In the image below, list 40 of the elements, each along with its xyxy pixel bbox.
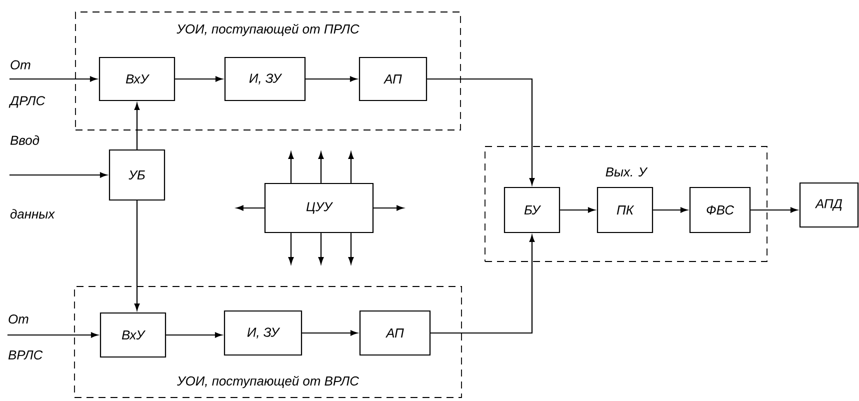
block-box: ПК [596,186,654,234]
arrow [7,332,98,338]
arrow [302,330,358,336]
arrow [9,76,97,82]
input-label: От ДРЛС [8,60,46,108]
arrow [318,152,324,183]
group-title: УОИ, поступающей от ВРЛС [176,374,360,390]
block-box: АПД [799,182,859,228]
arrow [134,200,140,310]
arrow [134,103,140,150]
arrow [348,233,354,264]
arrow [166,332,222,338]
arrow [348,152,354,183]
arrow [653,207,688,213]
block-box: ВхУ [98,56,176,102]
block-box: УБ [108,149,166,201]
block-box: АП [358,56,428,102]
arrow [750,207,798,213]
block-box: И, ЗУ [224,310,302,356]
group-title: УОИ, поступающей от ПРЛС [176,22,360,38]
arrow [560,207,595,213]
block-box: ЦУУ [264,182,374,234]
arrow [9,172,107,178]
arrow [318,233,324,264]
block-box: ФВС [689,186,751,234]
group-title: Вых. У [604,166,648,178]
arrow [175,76,222,82]
arrow [236,205,264,211]
arrow [430,235,535,334]
input-label: От ВРЛС [8,314,43,360]
arrow [427,78,535,185]
block-box: БУ [504,186,560,234]
block-box: АП [359,310,431,356]
block-box: ВхУ [100,312,166,358]
input-label: Ввод данных [10,135,55,219]
block-box: И, ЗУ [224,56,306,102]
arrow [306,76,357,82]
arrow [374,205,404,211]
arrow [288,233,294,264]
arrow [288,152,294,183]
